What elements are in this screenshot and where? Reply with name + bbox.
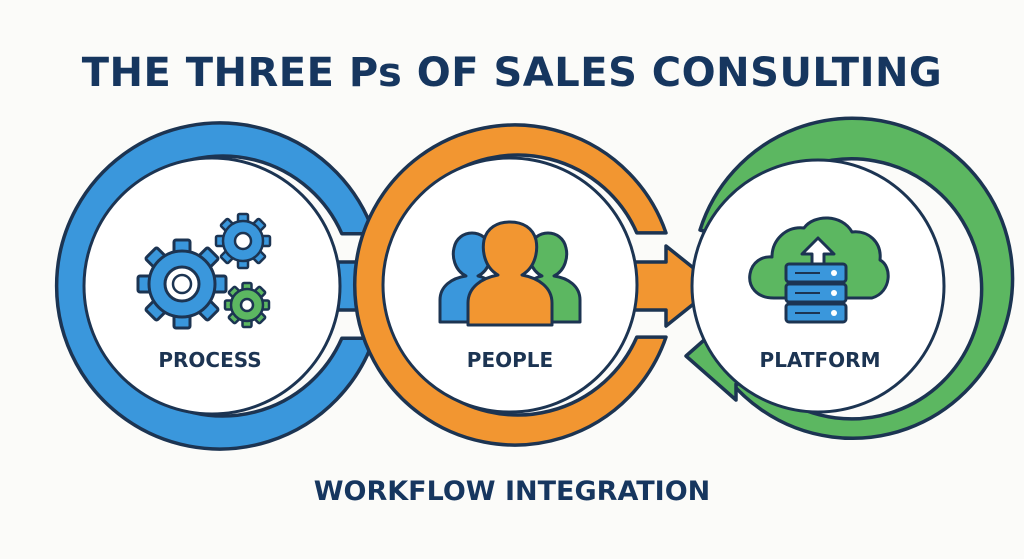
diagram-title: THE THREE Ps OF SALES CONSULTING	[81, 50, 943, 96]
platform-label: PLATFORM	[760, 348, 881, 372]
people-to-platform-arrow	[632, 244, 718, 328]
platform-stage: PLATFORM	[684, 116, 1015, 440]
people-label: PEOPLE	[467, 348, 553, 372]
people-stage: PEOPLE	[352, 123, 718, 447]
diagram-footer: WORKFLOW INTEGRATION	[313, 476, 711, 507]
cloud-server-icon	[748, 216, 890, 324]
platform-ring	[698, 116, 1015, 440]
process-label: PROCESS	[158, 348, 261, 372]
people-icon	[438, 220, 582, 327]
gears-icon	[136, 212, 272, 330]
